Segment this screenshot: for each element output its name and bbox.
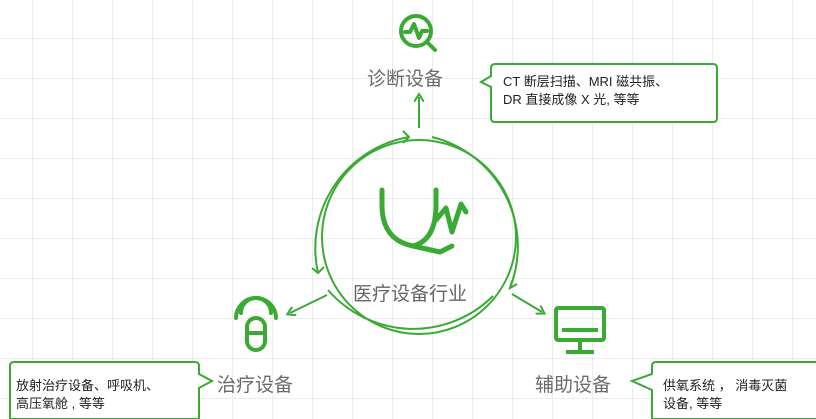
auxiliary-description-line-2: 设备, 等等 bbox=[663, 396, 723, 411]
ring-arc-bottom bbox=[327, 289, 494, 330]
ring-tip-left bbox=[311, 266, 325, 275]
diagnosis-label: 诊断设备 bbox=[367, 68, 444, 90]
auxiliary-callout-bubble bbox=[629, 361, 816, 419]
ring-tip-right bbox=[508, 280, 518, 291]
auxiliary-description-line-1: 供氧系统 ， 消毒灭菌 bbox=[663, 378, 788, 393]
stethoscope-icon bbox=[379, 187, 469, 255]
center-title: 医疗设备行业 bbox=[353, 283, 468, 305]
auxiliary-description: 供氧系统 ， 消毒灭菌 设备, 等等 bbox=[663, 377, 787, 413]
arrow-to-auxiliary bbox=[511, 293, 542, 312]
ring-arc-right bbox=[431, 136, 519, 289]
arrow-to-treatment bbox=[290, 294, 328, 313]
auxiliary-label: 辅助设备 bbox=[535, 374, 612, 396]
ring-arc-top bbox=[314, 136, 410, 274]
magnifier-pulse-icon bbox=[399, 14, 437, 52]
diagnosis-callout-bubble bbox=[478, 63, 718, 123]
capsule-signal-icon bbox=[234, 296, 278, 352]
treatment-description-line-1: 放射治疗设备、呼吸机、 bbox=[16, 378, 160, 393]
diagnosis-description-line-1: CT 断层扫描、MRI 磁共振、 bbox=[503, 74, 669, 89]
treatment-callout-bubble bbox=[9, 361, 215, 419]
diagnosis-description-line-2: DR 直接成像 X 光, 等等 bbox=[503, 92, 640, 107]
diagnosis-description: CT 断层扫描、MRI 磁共振、 DR 直接成像 X 光, 等等 bbox=[503, 73, 668, 109]
treatment-description-line-2: 高压氧舱 , 等等 bbox=[16, 396, 105, 411]
ring-inner bbox=[321, 139, 517, 335]
cycle-ring bbox=[311, 130, 519, 335]
monitor-icon bbox=[554, 306, 606, 354]
treatment-description: 放射治疗设备、呼吸机、 高压氧舱 , 等等 bbox=[16, 377, 159, 413]
treatment-label: 治疗设备 bbox=[217, 374, 294, 396]
ring-tip-top bbox=[402, 130, 411, 144]
